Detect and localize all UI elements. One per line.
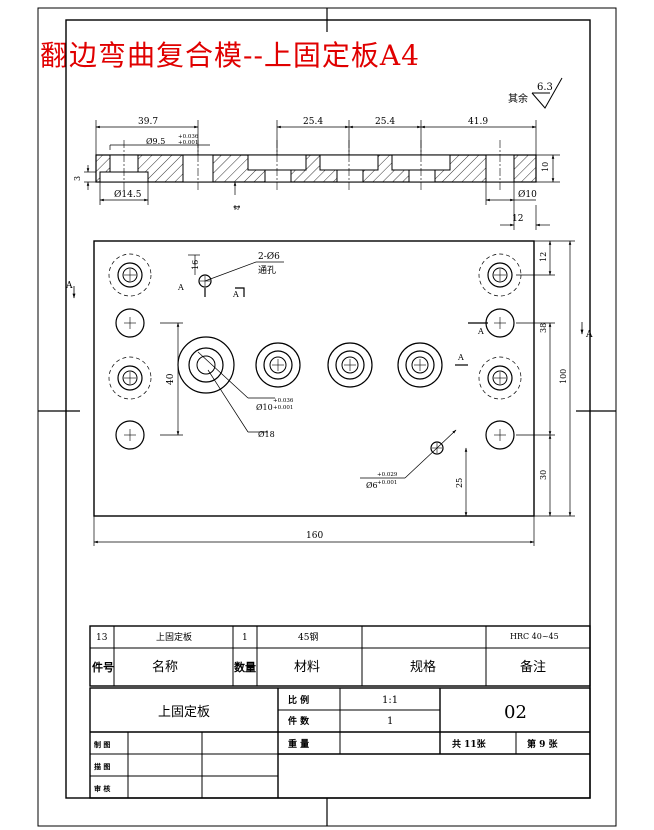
dim-16: 16	[191, 260, 200, 270]
dim-39-7: 39.7	[138, 117, 158, 127]
tb-scale-value: 1:1	[382, 695, 398, 706]
roughness-label: 其余	[508, 92, 528, 105]
dim-41-9: 41.9	[468, 117, 488, 127]
roughness-symbol: 其余 6.3	[508, 77, 563, 109]
parts-qty: 1	[242, 633, 248, 643]
dim-12: 12	[512, 214, 523, 224]
plate-outline	[93, 240, 535, 517]
dim-counterbore: Ø9.5	[146, 137, 165, 146]
header-material: 材料	[294, 660, 320, 675]
section-mark-right-2: A	[457, 353, 464, 362]
parts-name: 上固定板	[156, 631, 192, 643]
dim-25: 25	[455, 478, 464, 488]
tb-sheet: 第 9 张	[527, 738, 559, 750]
tb-total: 共 11张	[452, 738, 487, 750]
header-spec: 规格	[410, 659, 436, 675]
tb-count-value: 1	[387, 716, 393, 727]
section-mark-far-right: A	[585, 330, 593, 340]
section-view: 39.7 25.4 25.4 41.9 Ø9.5 +0.036 +0.001 3…	[73, 117, 560, 230]
section-mark-dowel: A	[177, 283, 184, 292]
dim-10-tol-low: +0.001	[273, 405, 293, 411]
tb-checked: 审 核	[94, 784, 110, 793]
header-name: 名称	[152, 659, 178, 675]
dim-40: 40	[166, 373, 176, 385]
tb-drawing-no: 02	[504, 702, 527, 723]
dim-100: 100	[559, 369, 568, 384]
dim-10-tol: Ø10	[256, 403, 273, 412]
parts-header: 件号 名称 数量 材料 规格 备注	[92, 659, 546, 675]
header-num: 件号	[92, 660, 114, 674]
dim-counterbore-low: +0.001	[178, 140, 198, 146]
dim-10-tol-up: +0.036	[273, 398, 294, 404]
parts-num: 13	[96, 633, 108, 643]
roughness-value: 6.3	[537, 82, 553, 93]
tb-part-name: 上固定板	[158, 705, 210, 720]
parts-note: HRC 40~45	[510, 632, 559, 641]
title-block-text: 上固定板 比 例 1:1 件 数 1 02 重 量 共 11张 第 9 张 制 …	[94, 694, 559, 793]
tb-drawn: 制 图	[94, 740, 110, 749]
dim-14-5: Ø14.5	[114, 189, 142, 200]
holes-note: 2-Ø6	[258, 251, 280, 262]
drawing-title: 翻边弯曲复合模--上固定板A4	[40, 39, 420, 72]
dim-6-tol: Ø6	[366, 481, 378, 490]
dim-6-tol-low: +0.001	[377, 480, 397, 486]
plan-view: A A A A A A	[65, 240, 593, 546]
dim-counterbore-up: +0.036	[178, 134, 199, 140]
outer-frame	[37, 7, 617, 827]
dim-4: 4	[233, 205, 242, 210]
dim-3: 3	[73, 176, 82, 181]
tb-scale-label: 比 例	[288, 694, 309, 706]
dim-30: 30	[539, 470, 548, 480]
dim-6-tol-up: +0.029	[377, 472, 398, 478]
section-mark-left: A	[65, 281, 73, 291]
section-mark-mid: A	[232, 290, 239, 299]
title-block	[89, 687, 591, 799]
dim-25-4-b: 25.4	[375, 117, 395, 127]
tb-weight-label: 重 量	[288, 738, 309, 750]
tb-traced: 描 图	[94, 762, 110, 771]
tb-count-label: 件 数	[288, 715, 310, 727]
through-hole-label: 通孔	[258, 265, 276, 276]
header-note: 备注	[520, 659, 546, 675]
parts-list	[89, 625, 591, 687]
dim-38: 38	[539, 323, 548, 333]
dim-18: Ø18	[258, 430, 275, 439]
parts-material: 45钢	[298, 631, 318, 643]
dim-25-4-a: 25.4	[303, 117, 323, 127]
dim-160: 160	[306, 531, 323, 541]
header-qty: 数量	[234, 660, 256, 674]
section-mark-right-1: A	[477, 327, 484, 336]
section-body	[95, 154, 537, 183]
dim-dia-10: Ø10	[518, 189, 537, 200]
dim-10: 10	[541, 162, 550, 172]
inner-frame	[65, 19, 591, 799]
dim-12-plan: 12	[539, 252, 548, 262]
parts-row: 13 上固定板 1 45钢 HRC 40~45	[96, 631, 559, 643]
